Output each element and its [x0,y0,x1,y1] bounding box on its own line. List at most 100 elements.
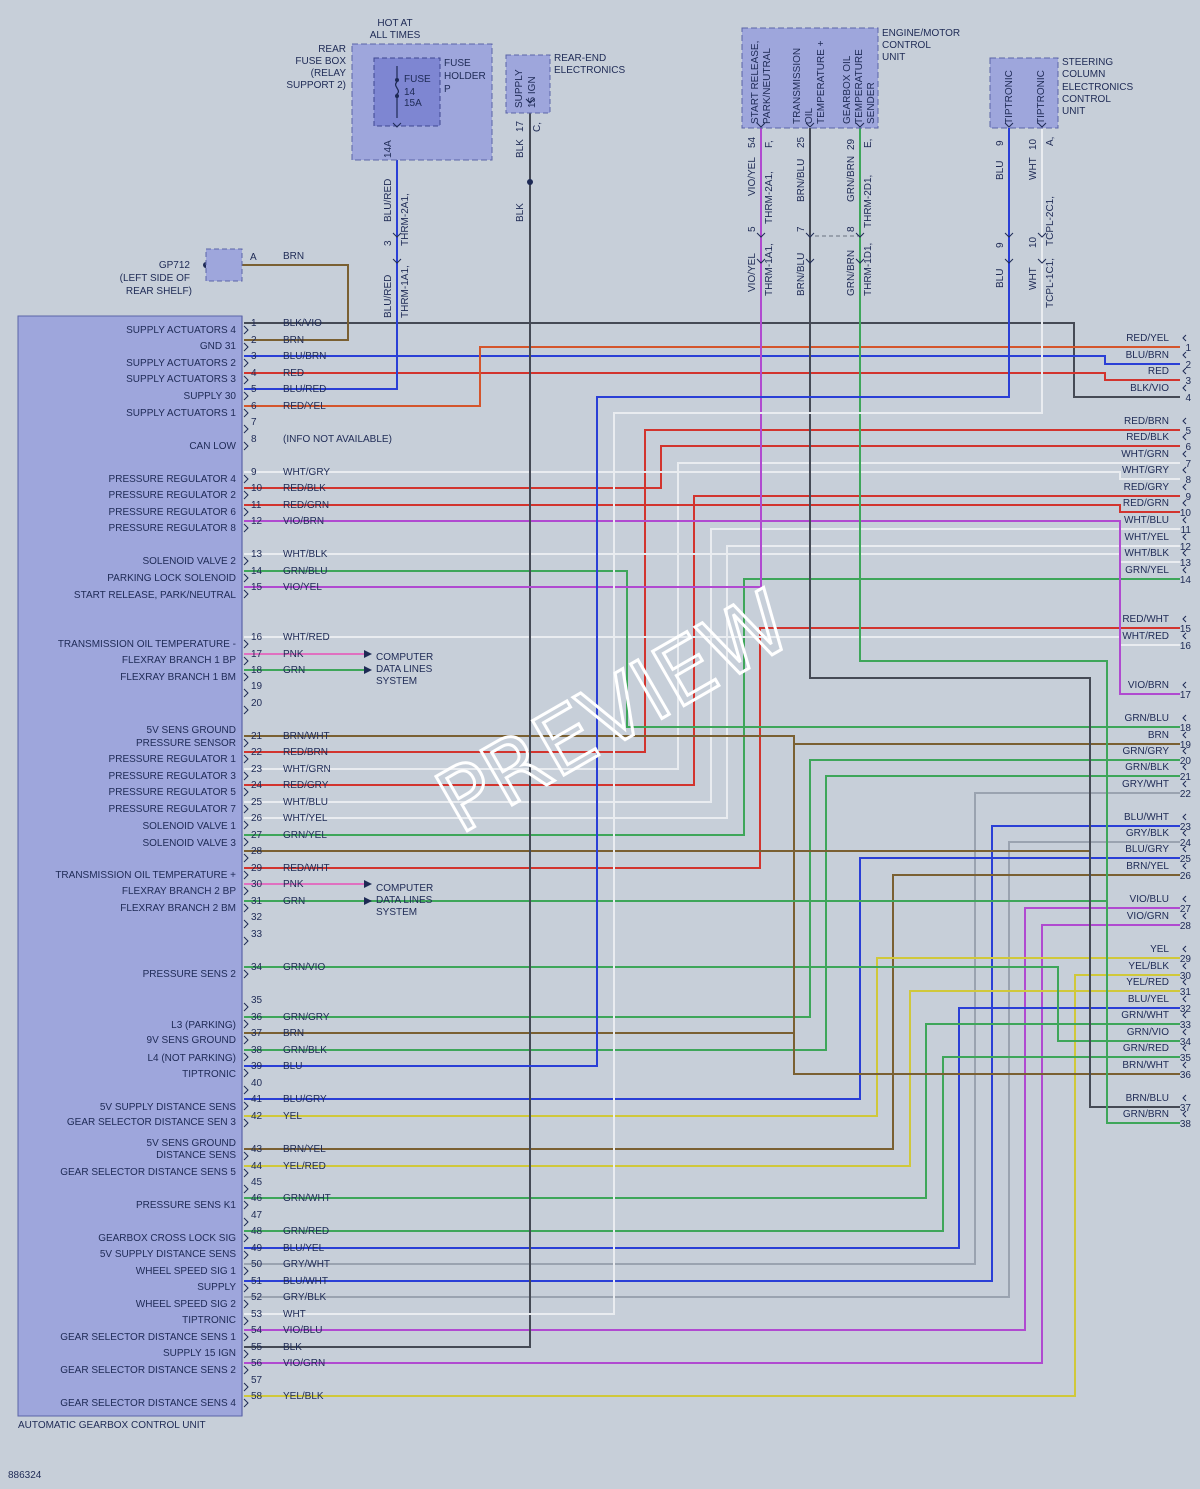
wire [244,545,1180,819]
vertical-wire-label: 54 [747,136,758,148]
right-wire-label: BLU/YEL [1128,994,1170,1005]
right-wire-label: VIO/GRN [1127,911,1169,922]
wire [244,775,1180,1051]
vertical-wire-label: 5 [747,226,758,232]
pin-number: 15 [251,582,263,593]
right-wire-label: BRN/BLU [1126,1093,1169,1104]
pin-wire-label: VIO/YEL [283,582,322,593]
right-pin-terminal [1182,780,1187,788]
pin-wire-label: GRN/BLU [283,566,327,577]
pin-number: 55 [251,1342,263,1353]
vertical-wire-label: BRN/BLU [796,253,807,296]
right-wire-label: RED/BLK [1126,432,1169,443]
vertical-wire-label: THRM-2D1, [863,175,874,228]
pin-number: 20 [251,698,263,709]
wire [244,322,1180,398]
pin-wire-label: (INFO NOT AVAILABLE) [283,434,392,445]
right-pin-number: 27 [1180,904,1192,915]
pin-wire-label: GRN/BLK [283,1045,327,1056]
wire [244,957,1180,1117]
right-pin-terminal [1182,763,1187,771]
right-wire-label: GRN/BRN [1123,1109,1169,1120]
right-pin-terminal [1182,1044,1187,1052]
pin-number: 6 [251,401,257,412]
pin-label: GEARBOX CROSS LOCK SIG [98,1233,236,1244]
wire [244,471,1180,480]
pin-number: 43 [251,1144,263,1155]
pin-number: 17 [251,649,263,660]
pin-terminal [243,490,249,500]
steering-pin-label-tiptronic-2: TIPTRONIC [1036,70,1047,124]
figure-id: 886324 [8,1470,42,1481]
pin-wire-label: BLK [283,1342,302,1353]
pin-terminal [243,1382,249,1392]
vertical-wire-label: BLU [995,269,1006,288]
right-wire-label: BRN [1148,730,1169,741]
steering-column-unit-title-4: CONTROL [1062,94,1111,105]
steering-column-unit-title-5: UNIT [1062,106,1085,117]
wire [244,900,1180,1124]
pin-label: L3 (PARKING) [171,1020,236,1031]
right-pin-terminal [1182,533,1187,541]
connector-terminal [1037,258,1047,264]
pin-label: TIPTRONIC [182,1069,236,1080]
pin-terminal [243,1233,249,1243]
pin-terminal [243,1019,249,1029]
right-wire-label: GRN/GRY [1123,746,1170,757]
fuse-box-pin-label: 14A [383,140,394,158]
wire [244,990,1180,1167]
pin-terminal [243,738,249,748]
right-pin-number: 15 [1180,624,1192,635]
rear-end-electronics-title-2: ELECTRONICS [554,65,625,76]
fuse-label: FUSE [404,74,431,85]
pin-number: 44 [251,1161,263,1172]
pin-number: 12 [251,516,263,527]
pin-terminal [243,441,249,451]
right-pin-terminal [1182,417,1187,425]
pin-number: 45 [251,1177,263,1188]
hot-at-all-times-label: HOT AT [377,18,412,29]
pin-label: PARKING LOCK SOLENOID [107,573,236,584]
computer-data-lines-label-4: COMPUTER [376,883,433,894]
pin-wire-label: GRN [283,665,305,676]
pin-wire-label: BRN/YEL [283,1144,326,1155]
pin-wire-label: VIO/GRN [283,1358,325,1369]
pin-wire-label: RED/BLK [283,483,326,494]
pin-number: 58 [251,1391,263,1402]
computer-data-lines-label-5: DATA LINES [376,895,433,906]
wire [210,264,349,341]
pin-wire-label: RED [283,368,304,379]
pin-wire-label: PNK [283,879,304,890]
pin-wire-label: GRN [283,896,305,907]
wire [244,372,1180,381]
rear-end-wire-label-2: BLK [515,203,526,222]
right-wire-label: GRN/BLK [1125,762,1169,773]
pin-terminal [243,1035,249,1045]
pin-number: 57 [251,1375,263,1386]
engine-pin-label-oil-temp: TRANSMISSION [792,48,803,124]
wire [244,110,531,1348]
pin-number: 33 [251,929,263,940]
pin-terminal [243,523,249,533]
wire [244,841,1180,1298]
right-wire-label: GRN/BLU [1125,713,1169,724]
pin-wire-label: BRN/WHT [283,731,330,742]
wire [809,128,1180,1108]
rear-fuse-box-title-2: FUSE BOX [295,56,346,67]
pin-number: 29 [251,863,263,874]
pin-wire-label: GRN/YEL [283,830,327,841]
pin-terminal [243,1250,249,1260]
pin-terminal [243,474,249,484]
pin-terminal [243,1085,249,1095]
pin-label: SUPPLY 30 [184,391,237,402]
right-pin-number: 2 [1185,360,1191,371]
pin-wire-label: WHT/GRN [283,764,331,775]
pin-number: 13 [251,549,263,560]
pin-number: 28 [251,846,263,857]
right-pin-terminal [1182,731,1187,739]
wire [244,874,1180,1150]
right-pin-number: 10 [1180,508,1192,519]
wire [244,825,1180,1282]
pin-terminal [243,1266,249,1276]
engine-control-unit-title: ENGINE/MOTOR [882,28,960,39]
